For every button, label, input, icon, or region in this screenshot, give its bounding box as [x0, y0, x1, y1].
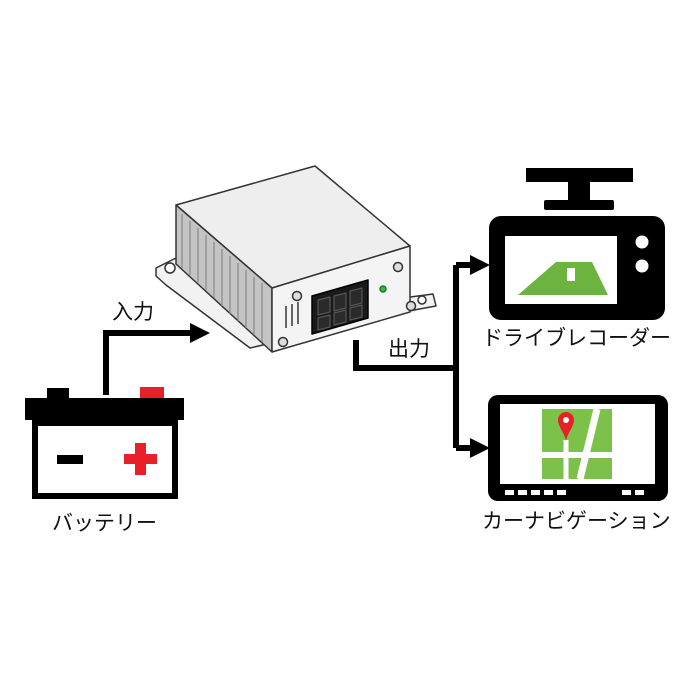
- battery-terminal-negative: [47, 388, 69, 398]
- screw-bottom-left: [277, 336, 289, 348]
- screw-bottom-right: [405, 300, 417, 312]
- dashcam-mount-stem: [568, 180, 590, 202]
- vent-slots: [285, 302, 299, 328]
- plus-symbol-v: [135, 443, 146, 475]
- battery-icon: [25, 387, 184, 499]
- map-icon: [542, 408, 612, 480]
- connector-pins: [317, 287, 363, 331]
- navigation-arrowhead: [470, 438, 490, 458]
- dashcam-mount-top: [526, 168, 633, 182]
- input-line: [103, 330, 192, 395]
- map-pin-icon: [558, 412, 574, 442]
- navigation-buttons: [505, 490, 644, 495]
- battery-lid: [25, 398, 184, 420]
- dashcam-road-line: [567, 268, 575, 281]
- dashcam-button-top: [635, 235, 649, 249]
- input-label: 入力: [112, 300, 154, 324]
- dashcam-mount-base: [544, 200, 614, 210]
- heat-sink-fins: [181, 214, 263, 342]
- output-line: [353, 340, 456, 371]
- flange-hole-left: [164, 262, 176, 274]
- dashcam-button-bottom: [635, 259, 649, 273]
- dashcam-label: ドライブレコーダー: [482, 326, 671, 350]
- dashcam-road: [518, 262, 608, 295]
- battery-label: バッテリー: [52, 511, 157, 535]
- dashcam-arrowhead: [470, 255, 490, 275]
- dc-converter-icon: [155, 165, 437, 353]
- screw-top-right: [392, 261, 404, 273]
- screw-top-left: [291, 290, 303, 302]
- map-background: [542, 409, 612, 479]
- car-navigation-icon: [488, 395, 668, 501]
- battery-terminal-positive: [140, 387, 164, 399]
- dashcam-icon: [489, 168, 665, 320]
- navigation-label: カーナビゲーション: [482, 509, 671, 533]
- minus-symbol: [57, 455, 83, 464]
- input-arrowhead: [190, 323, 210, 343]
- flange-hole-right: [417, 295, 427, 305]
- status-led: [379, 285, 387, 293]
- output-label: 出力: [388, 337, 430, 361]
- connections: [103, 255, 490, 458]
